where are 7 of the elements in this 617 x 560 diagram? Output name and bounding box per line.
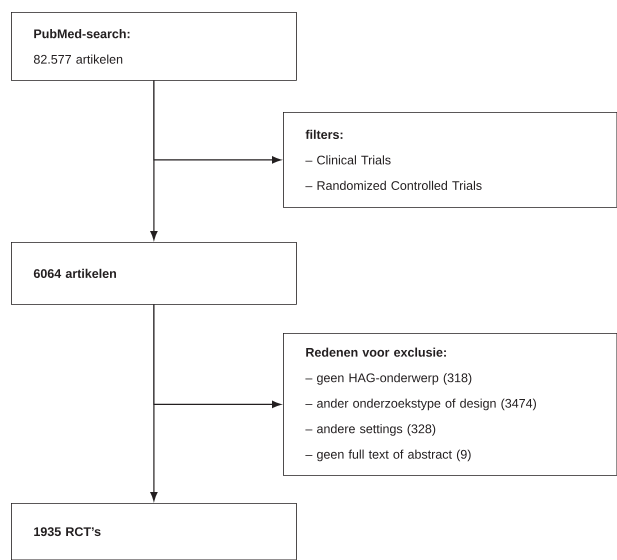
process-box: 6064 artikelen [11,242,297,305]
process-box: PubMed-search: 82.577 artikelen [11,12,297,81]
arrow [153,80,282,164]
process-box: 1935 RCT’s [11,503,297,560]
note-box: Redenen voor exclusie: – geen HAG-onderwerp (318) – ander onderzoekstype of design (3474) – andere settings (328) – geen full text of abstract (9) [283,333,617,476]
arrow [153,304,282,408]
note-box: filters: – Clinical Trials – Randomized Controlled Trials [283,112,617,208]
